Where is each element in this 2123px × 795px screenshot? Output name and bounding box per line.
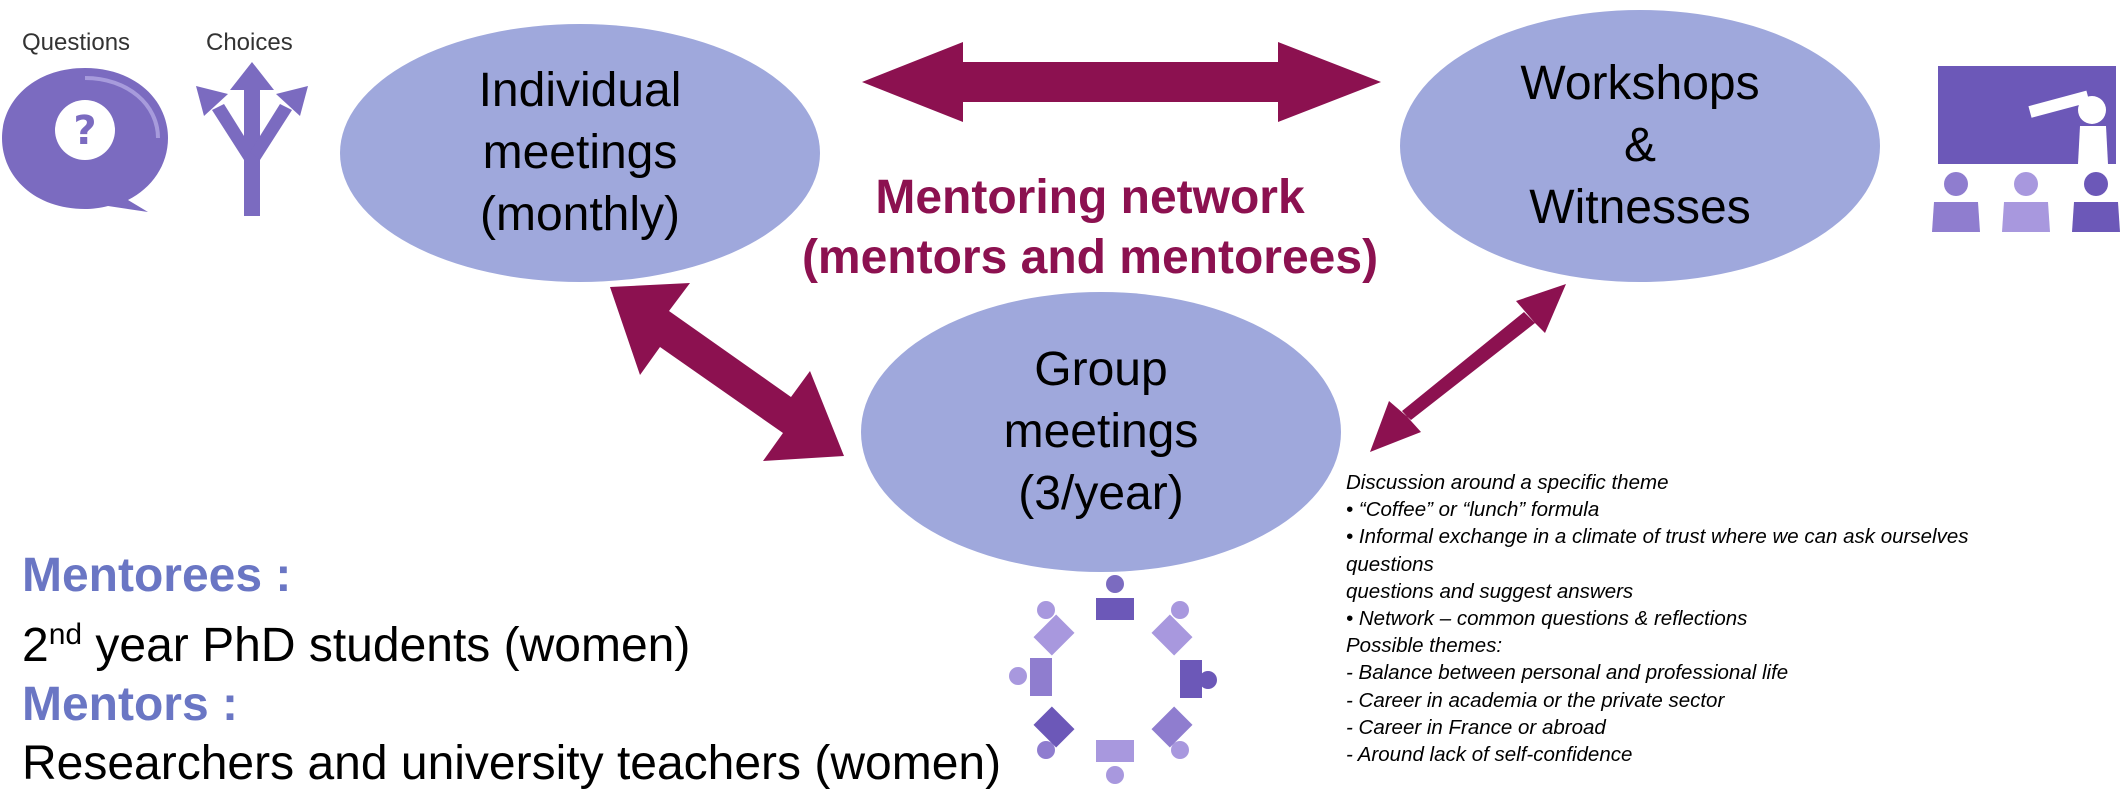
discussion-line: - Around lack of self-confidence <box>1346 743 1633 767</box>
node-workshops-label: Workshops & Witnesses <box>1520 57 1760 234</box>
node-group-label: Group meetings (3/year) <box>1003 343 1199 520</box>
discussion-line: - Balance between personal and professio… <box>1346 661 1789 685</box>
mentorees-text: year PhD students (women) <box>82 619 691 672</box>
questions-label: Questions <box>22 29 131 56</box>
arrow-workshops-group <box>1370 284 1566 452</box>
svg-text:?: ? <box>73 108 96 154</box>
discussion-line: Possible themes: <box>1346 634 1503 658</box>
arrow-individual-workshops <box>862 42 1381 122</box>
network-title-line2: (mentors and mentorees) <box>801 231 1379 284</box>
node-individual-meetings: Individual meetings (monthly) <box>340 24 820 282</box>
discussion-line: - Career in academia or the private sect… <box>1346 688 1725 712</box>
discussion-line: - Career in France or abroad <box>1346 715 1606 739</box>
discussion-notes: Discussion around a specific theme • “Co… <box>1346 469 2123 768</box>
mentorees-description: 2nd year PhD students (women) <box>22 604 1001 677</box>
teacher-board-icon <box>1932 66 2120 232</box>
discussion-line: • “Coffee” or “lunch” formula <box>1346 498 1600 522</box>
mentors-heading: Mentors : <box>22 678 238 731</box>
discussion-line: • Informal exchange in a climate of trus… <box>1346 525 1969 549</box>
network-title-line1: Mentoring network <box>875 171 1305 224</box>
discussion-line: • Network – common questions & reflectio… <box>1346 607 1748 631</box>
mentorees-ordinal-number: 2 <box>22 619 49 672</box>
round-table-icon <box>1009 575 1217 784</box>
question-bubble-icon: ? <box>2 68 168 212</box>
discussion-line: Discussion around a specific theme <box>1346 471 1669 494</box>
discussion-line: questions <box>1346 552 1434 576</box>
mentorees-ordinal-suffix: nd <box>48 618 83 651</box>
discussion-line: questions and suggest answers <box>1346 579 1634 603</box>
node-workshops-witnesses: Workshops & Witnesses <box>1400 10 1880 282</box>
mentors-description: Researchers and university teachers (wom… <box>22 737 1002 790</box>
participants-block: Mentorees : 2nd year PhD students (women… <box>22 548 1001 795</box>
node-individual-label: Individual meetings (monthly) <box>478 64 682 241</box>
choices-label: Choices <box>206 29 293 56</box>
mentoring-network-title: Mentoring network (mentors and mentorees… <box>770 168 1410 288</box>
three-way-arrows-icon <box>196 62 308 216</box>
node-group-meetings: Group meetings (3/year) <box>861 292 1341 572</box>
arrow-individual-group <box>610 283 844 461</box>
mentorees-heading: Mentorees : <box>22 549 292 602</box>
